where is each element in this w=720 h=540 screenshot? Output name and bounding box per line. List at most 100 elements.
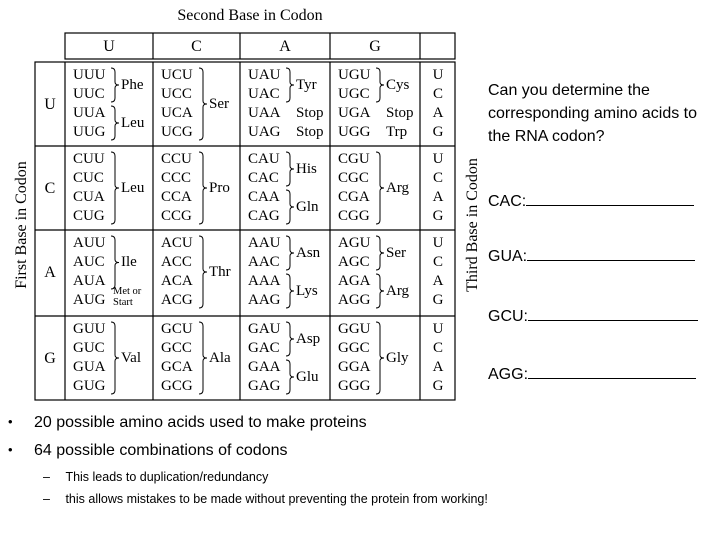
codon-bracket bbox=[198, 151, 208, 225]
codon-bracket bbox=[375, 235, 385, 271]
codon: CUC bbox=[73, 170, 104, 186]
answer-blank[interactable] bbox=[528, 305, 698, 321]
codon: AUU bbox=[73, 235, 106, 251]
bullet-text: 20 possible amino acids used to make pro… bbox=[34, 414, 367, 431]
third-base-label: G bbox=[432, 208, 444, 224]
codon: GGA bbox=[338, 359, 371, 375]
codon: GAA bbox=[248, 359, 281, 375]
first-base-label: A bbox=[44, 264, 56, 281]
third-base-label: C bbox=[432, 170, 443, 186]
amino-acid: Asp bbox=[296, 330, 321, 347]
codon: GAG bbox=[248, 378, 281, 394]
codon: CAC bbox=[248, 170, 279, 186]
prompt-gcu: GCU: bbox=[488, 305, 698, 326]
amino-acid: Ile bbox=[121, 254, 137, 270]
amino-acid: His bbox=[296, 160, 317, 177]
third-base-label: A bbox=[432, 359, 444, 375]
codon: AAG bbox=[248, 292, 281, 308]
sub-bullet-item: – This leads to duplication/redundancy bbox=[43, 470, 268, 484]
amino-acid: Stop bbox=[296, 105, 324, 121]
prompt-label: GCU: bbox=[488, 308, 528, 325]
codon-bracket bbox=[110, 235, 120, 290]
codon-bracket bbox=[285, 67, 295, 103]
amino-acid: Phe bbox=[121, 76, 144, 93]
codon-bracket bbox=[285, 359, 295, 395]
codon: CGC bbox=[338, 170, 369, 186]
codon-bracket bbox=[110, 151, 120, 225]
codon-bracket bbox=[285, 189, 295, 225]
codon: CAG bbox=[248, 208, 280, 224]
amino-acid: Lys bbox=[296, 282, 318, 299]
amino-acid: Met or bbox=[113, 286, 142, 298]
prompt-label: CAC: bbox=[488, 193, 527, 210]
amino-acid: Thr bbox=[209, 263, 231, 280]
codon: GCA bbox=[161, 359, 193, 375]
codon-bracket bbox=[375, 67, 385, 103]
codon: AAU bbox=[248, 235, 281, 251]
third-base-label: C bbox=[432, 254, 443, 270]
amino-acid: Ser bbox=[386, 244, 406, 261]
codon: CUG bbox=[73, 208, 105, 224]
prompt-cac: CAC: bbox=[488, 190, 695, 211]
first-base-label: G bbox=[44, 350, 56, 367]
codon: UUG bbox=[73, 124, 106, 140]
third-base-label: A bbox=[432, 189, 444, 205]
codon: AUG bbox=[73, 292, 106, 308]
codon-bracket bbox=[110, 321, 120, 395]
codon: AAA bbox=[248, 273, 281, 289]
prompt-label: AGG: bbox=[488, 366, 529, 383]
third-base-label: C bbox=[432, 86, 443, 102]
amino-acid: Arg bbox=[386, 282, 410, 299]
amino-acid: Stop bbox=[296, 124, 324, 140]
answer-blank[interactable] bbox=[527, 245, 696, 261]
codon: UAC bbox=[248, 86, 280, 102]
answer-blank[interactable] bbox=[526, 190, 695, 206]
codon: UUU bbox=[73, 67, 106, 83]
codon: GUA bbox=[73, 359, 106, 375]
second-base-header: A bbox=[279, 38, 291, 55]
codon: ACC bbox=[161, 254, 192, 270]
question-text: Can you determine the corresponding amin… bbox=[488, 82, 698, 145]
codon: GAU bbox=[248, 321, 281, 337]
codon: CAU bbox=[248, 151, 280, 167]
codon: UCG bbox=[161, 124, 193, 140]
sub-bullet-marker: – bbox=[43, 492, 50, 506]
codon-chart: Second Base in Codon First Base in Codon… bbox=[13, 7, 481, 401]
amino-acid: Arg bbox=[386, 179, 410, 196]
answer-blank[interactable] bbox=[528, 363, 697, 379]
codon: UUA bbox=[73, 105, 106, 121]
codon-bracket bbox=[110, 67, 120, 103]
bullet-text: 64 possible combinations of codons bbox=[34, 442, 288, 459]
third-base-label: G bbox=[432, 124, 444, 140]
sub-bullet-item: – this allows mistakes to be made withou… bbox=[43, 492, 488, 506]
codon-grid-lines bbox=[34, 32, 456, 401]
codon: UCC bbox=[161, 86, 192, 102]
codon: UAG bbox=[248, 124, 281, 140]
third-base-label: U bbox=[432, 321, 444, 337]
sub-bullet-marker: – bbox=[43, 470, 50, 484]
amino-acid: Ala bbox=[209, 349, 231, 366]
third-base-label: U bbox=[432, 235, 444, 251]
amino-acid: Tyr bbox=[296, 76, 317, 93]
codon: GCU bbox=[161, 321, 193, 337]
third-base-label: A bbox=[432, 105, 444, 121]
amino-acid: Val bbox=[121, 349, 141, 366]
amino-acid: Trp bbox=[386, 124, 408, 140]
codon-bracket bbox=[285, 151, 295, 187]
codon: ACU bbox=[161, 235, 193, 251]
codon-bracket bbox=[375, 151, 385, 225]
prompt-label: GUA: bbox=[488, 248, 528, 265]
chart-title: Second Base in Codon bbox=[177, 7, 323, 24]
codon: CGU bbox=[338, 151, 370, 167]
codon-bracket bbox=[285, 321, 295, 357]
codon: UAA bbox=[248, 105, 281, 121]
second-base-header: G bbox=[369, 38, 381, 55]
sub-bullet-text: This leads to duplication/redundancy bbox=[65, 470, 269, 484]
third-base-label: C bbox=[432, 340, 443, 356]
codon: UGA bbox=[338, 105, 371, 121]
amino-acid: Glu bbox=[296, 368, 319, 385]
codon: CUU bbox=[73, 151, 105, 167]
amino-acid: Leu bbox=[121, 179, 145, 196]
codon-bracket bbox=[198, 321, 208, 395]
codon: GGU bbox=[338, 321, 371, 337]
